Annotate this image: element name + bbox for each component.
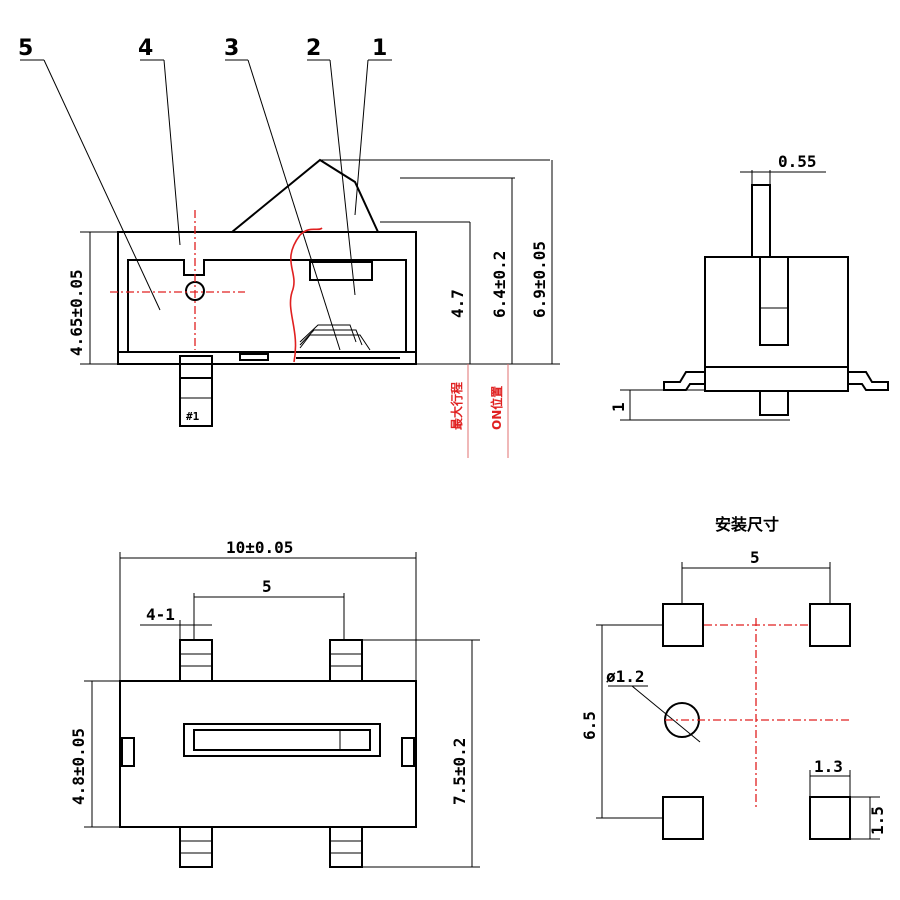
callout-3: 3 bbox=[224, 36, 239, 61]
footprint-title: 安装尺寸 bbox=[715, 515, 779, 534]
dim-pitch-footprint: 5 bbox=[750, 548, 760, 567]
dim-total: 6.9±0.05 bbox=[530, 241, 549, 318]
dim-width: 4.8±0.05 bbox=[69, 728, 88, 805]
dim-length: 10±0.05 bbox=[226, 538, 293, 557]
label-on-position: ON位置 bbox=[489, 386, 504, 430]
dim-hole: ø1.2 bbox=[606, 667, 645, 686]
callout-4: 4 bbox=[138, 36, 153, 61]
dim-body-height: 4.65±0.05 bbox=[67, 269, 86, 356]
end-view: 0.55 1 bbox=[609, 152, 889, 421]
dim-on: 6.4±0.2 bbox=[490, 251, 509, 318]
top-view: 10±0.05 5 4-1 4. bbox=[69, 538, 480, 868]
dim-pad-height: 1.5 bbox=[868, 806, 887, 835]
label-max-travel: 最大行程 bbox=[449, 382, 464, 430]
callout-2: 2 bbox=[306, 36, 321, 61]
dim-pin-count: 4-1 bbox=[146, 605, 175, 624]
side-view: 5 4 3 2 1 #1 4.65±0.05 bbox=[18, 36, 560, 458]
pin-label: #1 bbox=[186, 410, 200, 423]
dim-standoff: 1 bbox=[609, 402, 628, 412]
dim-travel: 4.7 bbox=[448, 289, 467, 318]
dim-pad-width: 1.3 bbox=[814, 757, 843, 776]
callout-1: 1 bbox=[372, 36, 387, 61]
footprint-view: 安装尺寸 5 6.5 ø1.2 1.3 1.5 bbox=[580, 515, 887, 840]
dim-pitch-top: 5 bbox=[262, 577, 272, 596]
dim-pin-width: 0.55 bbox=[778, 152, 817, 171]
callout-5: 5 bbox=[18, 36, 33, 61]
dim-span: 7.5±0.2 bbox=[450, 738, 469, 805]
dim-row: 6.5 bbox=[580, 711, 599, 740]
